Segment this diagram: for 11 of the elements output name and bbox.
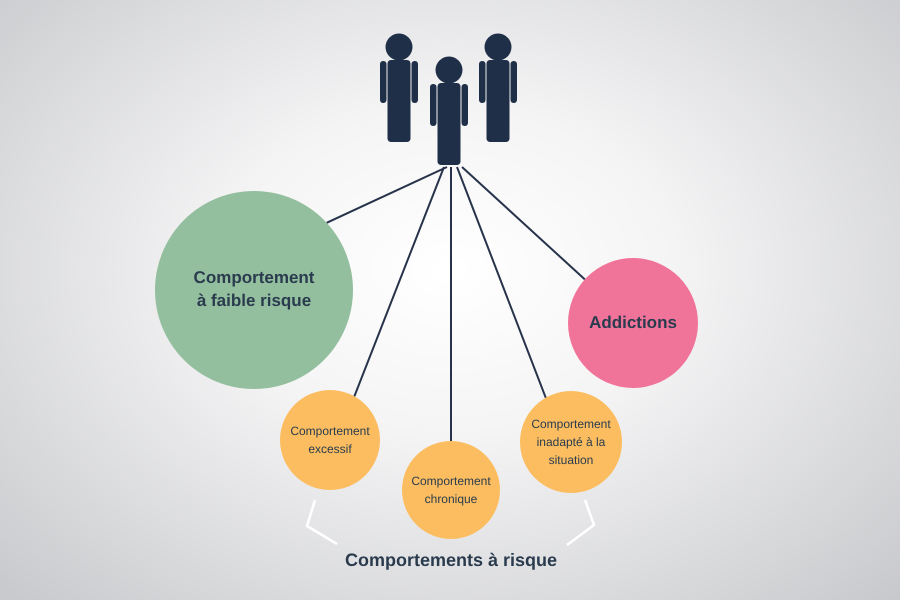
connector-line [450,167,452,441]
circle-label: Comportement inadapté à la situation [530,416,612,469]
connector-line [461,166,586,280]
circle-label: Addictions [588,312,678,334]
connector-line [456,166,547,398]
circle-label: Comportement excessif [289,423,371,458]
circle-label: Comportement chronique [410,473,492,508]
group-label: Comportements à risque [344,549,558,572]
people-icon [378,31,520,167]
connector-line [326,166,448,224]
circle-label: Comportement à faible risque [192,267,316,312]
